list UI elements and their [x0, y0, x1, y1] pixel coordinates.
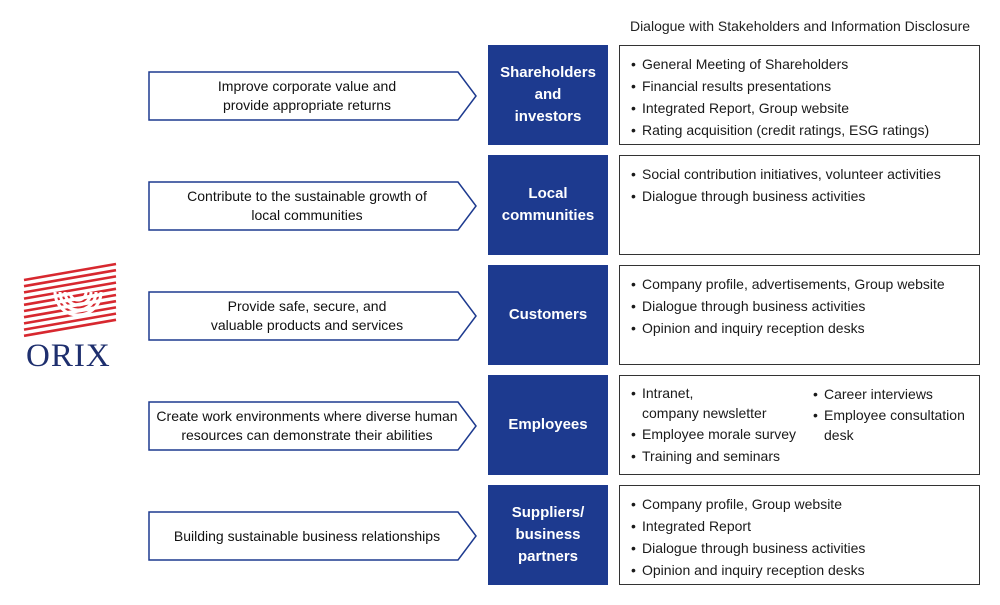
disclosure-box: Company profile, advertisements, Group w… — [619, 265, 980, 365]
stakeholder-line: investors — [514, 107, 582, 125]
arrow-shape-icon — [148, 181, 477, 231]
stakeholder-row: Building sustainable business relationsh… — [0, 485, 1000, 585]
diagram-header: Dialogue with Stakeholders and Informati… — [629, 18, 971, 34]
commitment-arrow: Contribute to the sustainable growth of l… — [148, 181, 478, 231]
disclosure-item: Employee morale survey — [628, 423, 810, 445]
disclosure-item: Company profile, advertisements, Group w… — [628, 273, 971, 295]
commitment-line: Building sustainable business relationsh… — [173, 527, 441, 544]
commitment-text: Improve corporate value and provide appro… — [148, 71, 466, 121]
commitment-text: Provide safe, secure, and valuable produc… — [148, 291, 466, 341]
commitment-arrow: Provide safe, secure, and valuable produc… — [148, 291, 478, 341]
stakeholder-row: Improve corporate value and provide appro… — [0, 45, 1000, 145]
stakeholder-row: Contribute to the sustainable growth of l… — [0, 155, 1000, 255]
commitment-text: Building sustainable business relationsh… — [148, 511, 466, 561]
disclosure-item: Training and seminars — [628, 445, 810, 467]
stakeholder-row: Provide safe, secure, and valuable produc… — [0, 265, 1000, 365]
commitment-line: Improve corporate value and — [217, 78, 397, 95]
commitment-arrow: Improve corporate value and provide appro… — [148, 71, 478, 121]
stakeholder-label: Employees — [488, 375, 608, 475]
disclosure-item-line: company newsletter — [642, 405, 767, 421]
disclosure-item-line: desk — [824, 427, 854, 443]
commitment-line: Provide safe, secure, and — [227, 298, 387, 315]
disclosure-item: Dialogue through business activities — [628, 295, 971, 317]
stakeholder-row: Create work environments where diverse h… — [0, 375, 1000, 475]
stakeholder-label: Customers — [488, 265, 608, 365]
stakeholder-label: Suppliers/business partners — [488, 485, 608, 585]
arrow-shape-icon — [148, 401, 477, 451]
orix-logo-mark-icon — [23, 262, 117, 338]
disclosure-item: General Meeting of Shareholders — [628, 53, 971, 75]
disclosure-box: General Meeting of ShareholdersFinancial… — [619, 45, 980, 145]
stakeholder-line: Customers — [508, 306, 588, 324]
disclosure-item: Integrated Report — [628, 515, 971, 537]
disclosure-item: Opinion and inquiry reception desks — [628, 317, 971, 339]
stakeholder-line: business — [515, 526, 581, 544]
orix-logo-text: ORIX — [26, 338, 111, 374]
stakeholder-line: Suppliers/ — [511, 504, 585, 522]
stakeholder-label: Shareholders and investors — [488, 45, 608, 145]
commitment-line: local communities — [251, 207, 363, 223]
disclosure-item: Opinion and inquiry reception desks — [628, 559, 971, 581]
disclosure-item-line: Career interviews — [824, 386, 933, 402]
commitment-text: Create work environments where diverse h… — [148, 401, 466, 451]
disclosure-list: Company profile, Group websiteIntegrated… — [628, 493, 971, 581]
disclosure-item: Intranet, company newsletter — [628, 383, 810, 423]
commitment-arrow: Building sustainable business relationsh… — [148, 511, 478, 561]
disclosure-item: Dialogue through business activities — [628, 185, 971, 207]
disclosure-list: Career interviewsEmployee consultation de… — [810, 383, 965, 445]
disclosure-item-line: Employee morale survey — [642, 426, 797, 442]
disclosure-item: Financial results presentations — [628, 75, 971, 97]
stakeholder-line: communities — [501, 207, 595, 224]
disclosure-column-right: Career interviewsEmployee consultation de… — [810, 383, 965, 467]
commitment-arrow: Create work environments where diverse h… — [148, 401, 478, 451]
arrow-shape-icon — [148, 511, 477, 561]
arrow-shape-icon — [148, 71, 477, 121]
disclosure-item: Integrated Report, Group website — [628, 97, 971, 119]
orix-logo: ORIX — [22, 262, 122, 373]
commitment-line: provide appropriate returns — [222, 97, 392, 113]
disclosure-box: Social contribution initiatives, volunte… — [619, 155, 980, 255]
stakeholder-line: Employees — [508, 416, 588, 434]
stakeholder-line: Local — [528, 185, 568, 203]
commitment-text: Contribute to the sustainable growth of l… — [148, 181, 466, 231]
disclosure-item: Career interviews — [810, 383, 965, 405]
stakeholder-line: and — [534, 86, 562, 104]
disclosure-item: Rating acquisition (credit ratings, ESG … — [628, 119, 971, 141]
disclosure-box: Intranet, company newsletterEmployee mora… — [619, 375, 980, 475]
commitment-line: Create work environments where diverse h… — [156, 408, 458, 425]
disclosure-list: Company profile, advertisements, Group w… — [628, 273, 971, 339]
stakeholder-line: Shareholders — [500, 64, 596, 82]
stakeholder-line: partners — [517, 547, 579, 565]
disclosure-list: Social contribution initiatives, volunte… — [628, 163, 971, 207]
disclosure-item: Social contribution initiatives, volunte… — [628, 163, 971, 185]
disclosure-item-line: Training and seminars — [642, 448, 780, 464]
arrow-shape-icon — [148, 291, 477, 341]
disclosure-list: General Meeting of ShareholdersFinancial… — [628, 53, 971, 141]
disclosure-item: Employee consultation desk — [810, 405, 965, 445]
commitment-line: valuable products and services — [210, 317, 404, 333]
commitment-line: Contribute to the sustainable growth of — [187, 188, 427, 205]
disclosure-columns: Intranet, company newsletterEmployee mora… — [628, 383, 971, 467]
disclosure-item: Company profile, Group website — [628, 493, 971, 515]
disclosure-box: Company profile, Group websiteIntegrated… — [619, 485, 980, 585]
commitment-line: resources can demonstrate their abilitie… — [181, 427, 433, 443]
disclosure-item-line: Employee consultation — [824, 407, 965, 423]
disclosure-item: Dialogue through business activities — [628, 537, 971, 559]
disclosure-item-line: Intranet, — [642, 385, 694, 401]
stakeholder-label: Local communities — [488, 155, 608, 255]
disclosure-column-left: Intranet, company newsletterEmployee mora… — [628, 383, 810, 467]
disclosure-list: Intranet, company newsletterEmployee mora… — [628, 383, 810, 467]
